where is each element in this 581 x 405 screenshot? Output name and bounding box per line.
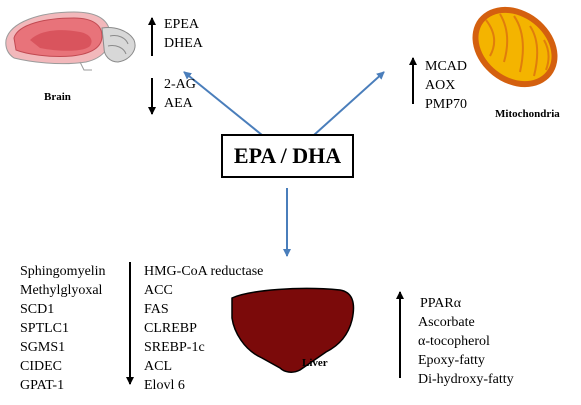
brain-down-item: 2-AG [164,77,196,92]
liver-down-item: SGMS1 [20,340,66,355]
liver-down-item: ACL [144,359,172,374]
liver-up-item: Ascorbate [418,315,475,330]
brain-up-item: DHEA [164,36,203,51]
liver-down-item: Methylglyoxal [20,283,103,298]
liver-down-item: SPTLC1 [20,321,70,336]
center-label-box: EPA / DHA [221,134,354,178]
liver-down-item: ACC [144,283,173,298]
liver-up-item: PPARα [420,296,462,311]
mitochondria-illustration [472,6,558,88]
mitochondria-up-item: PMP70 [425,97,468,112]
liver-label: Liver [302,357,328,369]
liver-down-item: Elovl 6 [144,378,185,393]
liver-down-item: SREBP-1c [144,340,205,355]
arrow-to-brain [183,71,263,136]
liver-down-item: CLREBP [144,321,197,336]
liver-up-item: α-tocopherol [418,334,490,349]
liver-down-item: HMG-CoA reductase [144,264,264,279]
liver-up-item: Epoxy-fatty [418,353,485,368]
liver-shape [231,287,355,373]
liver-down-item: CIDEC [20,359,62,374]
mitochondria-up-item: MCAD [425,59,468,74]
center-label: EPA / DHA [233,143,342,168]
liver-down-item: SCD1 [20,302,55,317]
brain-illustration [5,11,136,71]
brain-label: Brain [44,91,71,103]
brain-up-item: EPEA [164,17,199,32]
mitochondria-label: Mitochondria [495,108,560,120]
arrow-to-mitochondria [313,71,385,136]
liver-down-item: Sphingomyelin [20,264,106,279]
liver-down-item: GPAT-1 [20,378,65,393]
liver-down-item: FAS [144,302,169,317]
mitochondria-up-item: AOX [425,78,456,93]
liver-up-item: Di-hydroxy-fatty [418,372,514,387]
brain-down-item: AEA [164,96,193,111]
